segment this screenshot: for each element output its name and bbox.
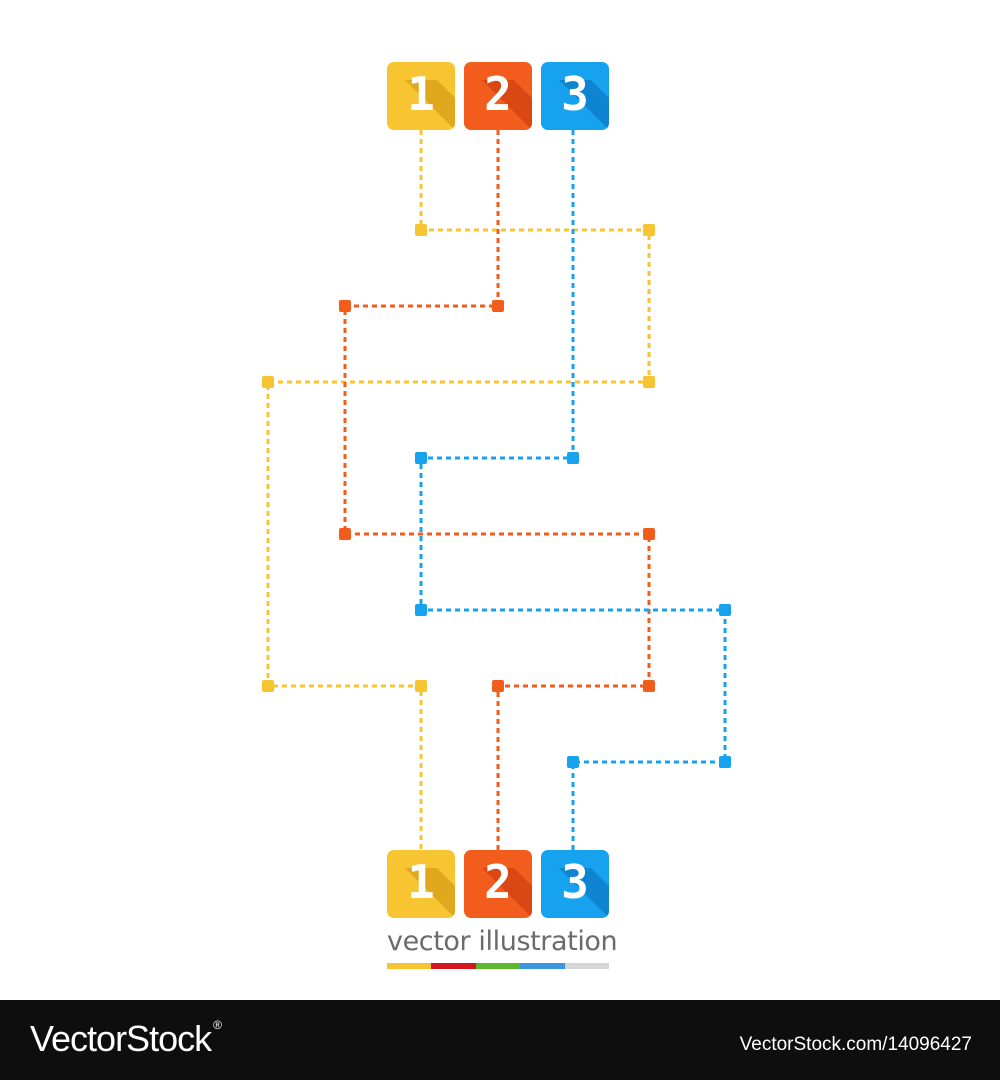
path-3-corner-node [567, 756, 579, 768]
vectorstock-logo: VectorStock® [30, 1018, 222, 1060]
path-2-dashed-line [343, 130, 651, 850]
path-1-dashed-line [266, 130, 651, 850]
path-3-corner-node [415, 604, 427, 616]
path-3-corner-node [567, 452, 579, 464]
bottom-tile-2-label: 2 [484, 855, 512, 909]
top-tile-1-label: 1 [407, 67, 435, 121]
bottom-number-tiles: 1 2 3 [387, 850, 609, 918]
path-2-corner-node [492, 680, 504, 692]
color-bar-segment [431, 963, 476, 969]
image-credit: VectorStock.com/14096427 [739, 1034, 972, 1055]
brand-name: VectorStock [30, 1018, 212, 1059]
top-tile-2: 2 [464, 62, 532, 130]
color-bar-segment [387, 963, 432, 969]
caption-color-bar [387, 963, 610, 969]
path-3-dashed-line [419, 130, 727, 850]
path-2-corner-node [643, 528, 655, 540]
color-bar-segment [520, 963, 565, 969]
top-tile-3-label: 3 [561, 67, 589, 121]
path-2-corner-node [492, 300, 504, 312]
path-1-corner-node [262, 376, 274, 388]
bottom-tile-2: 2 [464, 850, 532, 918]
color-bar-segment [564, 963, 610, 969]
path-1-corner-node [643, 224, 655, 236]
top-number-tiles: 1 2 3 [387, 62, 609, 130]
maze-diagram: 1 2 3 1 2 3 [262, 62, 731, 918]
bottom-tile-1-label: 1 [407, 855, 435, 909]
path-3-corner-node [415, 452, 427, 464]
bottom-tile-3: 3 [541, 850, 609, 918]
path-1-corner-node [262, 680, 274, 692]
path-1-corner-node [415, 224, 427, 236]
path-2-corner-node [339, 300, 351, 312]
path-1-corner-node [415, 680, 427, 692]
color-bar-segment [475, 963, 521, 969]
bottom-tile-3-label: 3 [561, 855, 589, 909]
path-3-corner-node [719, 756, 731, 768]
top-tile-3: 3 [541, 62, 609, 130]
path-2-corner-node [643, 680, 655, 692]
bottom-tile-1: 1 [387, 850, 455, 918]
caption-text: vector illustration [387, 926, 618, 957]
path-2-corner-node [339, 528, 351, 540]
top-tile-1: 1 [387, 62, 455, 130]
registered-mark: ® [213, 1018, 222, 1032]
path-1-corner-node [643, 376, 655, 388]
watermark-footer: VectorStock® VectorStock.com/14096427 [0, 1000, 1000, 1080]
path-3-corner-node [719, 604, 731, 616]
top-tile-2-label: 2 [484, 67, 512, 121]
